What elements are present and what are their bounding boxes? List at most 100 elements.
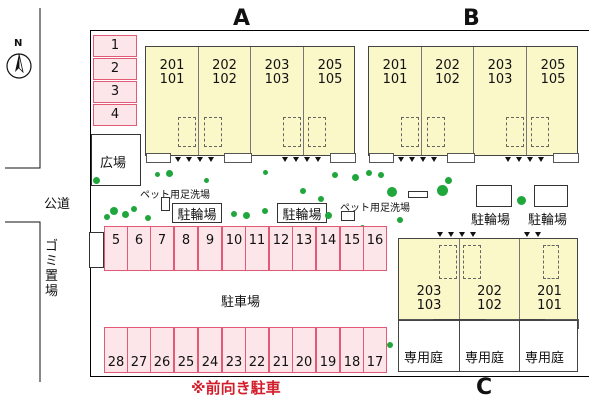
tree	[318, 196, 324, 202]
parking-stall: 20	[292, 327, 316, 373]
parking-stall: 4	[93, 104, 137, 126]
parking-stall: 24	[198, 327, 222, 373]
tree	[166, 170, 173, 177]
staircase	[308, 117, 326, 147]
tree	[332, 172, 338, 178]
tree	[445, 177, 452, 184]
parking-stall: 21	[269, 327, 293, 373]
tree	[366, 170, 372, 176]
tree	[131, 206, 137, 212]
entrance-marker	[175, 157, 181, 162]
entrance-hatch	[330, 153, 356, 163]
compass: N	[4, 38, 34, 82]
private-garden-label: 専用庭	[465, 351, 505, 366]
pet-wash-label: ペット用足洗場	[340, 203, 410, 214]
parking-stall: 9	[198, 226, 222, 271]
staircase	[178, 117, 196, 147]
entrance-hatch	[369, 153, 394, 163]
tree	[262, 208, 268, 214]
parking-stall: 14	[316, 226, 340, 271]
parking-label: 駐車場	[221, 295, 261, 310]
pet-wash-label: ペット用足洗場	[140, 190, 210, 201]
parking-stall: 3	[93, 81, 137, 103]
tree	[155, 172, 160, 177]
entrance-hatch	[553, 153, 579, 163]
parking-stall: 17	[363, 327, 387, 373]
parking-stall: 25	[174, 327, 198, 373]
staircase	[506, 117, 524, 147]
entrance-marker	[524, 232, 530, 237]
private-garden-label: 専用庭	[404, 351, 444, 366]
tree	[397, 217, 403, 223]
entrance-marker	[398, 157, 404, 162]
staircase	[401, 117, 419, 147]
entrance-marker	[409, 157, 415, 162]
entrance-marker	[535, 232, 541, 237]
tree	[110, 207, 118, 215]
plaza: 広場	[91, 134, 141, 186]
tree	[325, 212, 332, 219]
parking-stall: 16	[363, 226, 387, 271]
tree	[231, 211, 237, 217]
private-garden-label: 専用庭	[525, 351, 565, 366]
tree	[263, 170, 268, 175]
entrance-marker	[437, 232, 443, 237]
parking-stall: 15	[340, 226, 364, 271]
garbage-area	[89, 232, 104, 268]
parking-stall: 10	[222, 226, 246, 271]
staircase	[427, 117, 445, 147]
entrance-marker	[315, 157, 321, 162]
entrance-marker	[527, 157, 533, 162]
bench	[408, 191, 428, 198]
private-gardens: 専用庭 専用庭 専用庭	[398, 320, 578, 372]
garden-divider	[519, 321, 520, 371]
entrance-hatch	[224, 153, 252, 163]
building-b-label: B	[463, 6, 480, 31]
tree	[378, 172, 384, 178]
bike-shed	[476, 185, 512, 207]
bike-shed	[534, 185, 568, 207]
road-edge	[5, 8, 41, 382]
bike-parking-label: 駐輪場	[528, 213, 568, 228]
tree	[104, 214, 110, 220]
parking-stall: 18	[340, 327, 364, 373]
bike-parking-label: 駐輪場	[471, 213, 511, 228]
entrance-marker	[538, 157, 544, 162]
bike-parking: 駐輪場	[172, 203, 222, 223]
tree	[122, 211, 129, 218]
tree	[204, 178, 209, 183]
parking-stall: 22	[245, 327, 269, 373]
parking-stall: 26	[150, 327, 174, 373]
front-parking-note: ※前向き駐車	[191, 379, 281, 397]
entrance-marker	[516, 157, 522, 162]
parking-stall: 19	[316, 327, 340, 373]
north-arrow-icon	[6, 53, 32, 79]
plaza-label: 広場	[100, 156, 127, 171]
entrance-marker	[293, 157, 299, 162]
entrance-hatch	[447, 153, 475, 163]
entrance-marker	[431, 157, 437, 162]
entrance-hatch	[146, 153, 171, 163]
parking-stall: 2	[93, 58, 137, 80]
entrance-marker	[186, 157, 192, 162]
entrance-marker	[448, 232, 454, 237]
tree	[437, 185, 448, 196]
entrance-marker	[304, 157, 310, 162]
entrance-marker	[208, 157, 214, 162]
tree	[300, 188, 306, 194]
tree	[93, 177, 100, 184]
parking-row-bottom: 28 27 26 25 24 23 22 21 20 19 18 17	[104, 327, 387, 373]
road-label: 公道	[44, 197, 71, 212]
staircase	[439, 245, 457, 279]
